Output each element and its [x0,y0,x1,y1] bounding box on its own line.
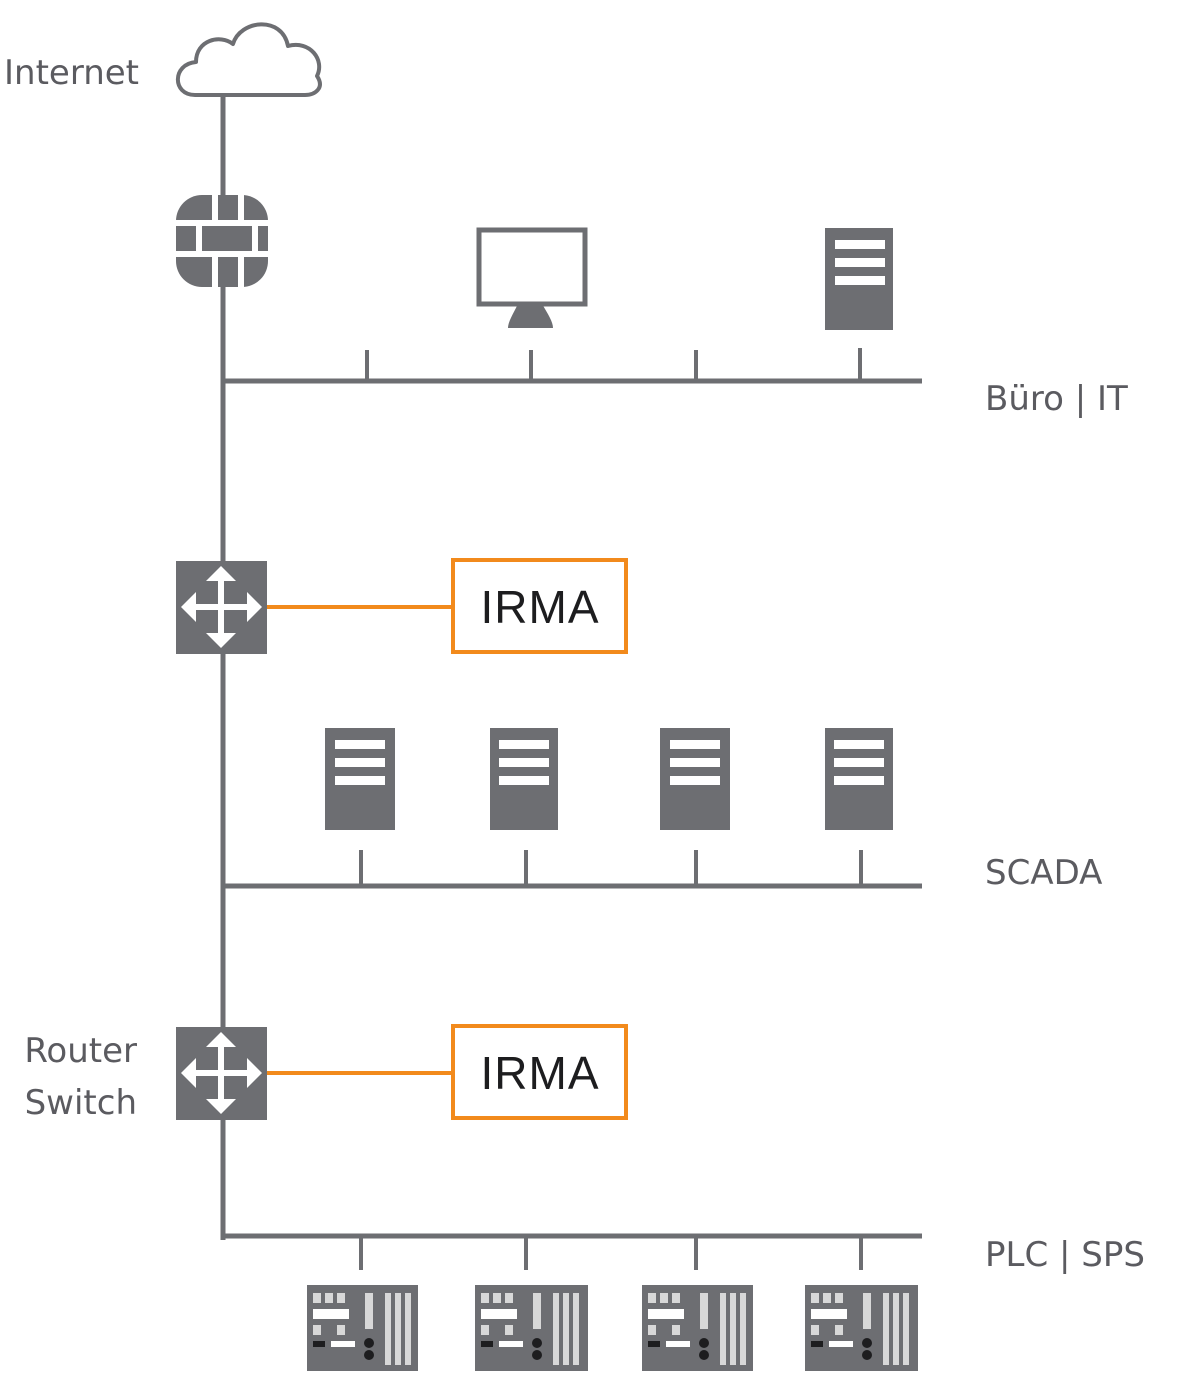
plc-icon [642,1285,753,1371]
server-icon [490,728,558,830]
irma-logo-text-1: IRMA [481,581,600,633]
router-switch-icon [176,1027,267,1120]
buero-it-label: Büro | IT [985,379,1128,419]
plc-icon [307,1285,418,1371]
cloud-icon [176,22,322,97]
scada-label: SCADA [985,853,1102,893]
switch-label: Switch [25,1083,137,1123]
internet-label: Internet [4,53,139,93]
irma-box-1: IRMA [451,558,628,654]
server-icon [325,728,395,830]
monitor-icon [476,227,588,328]
buero-it-drops [365,348,862,381]
plc-icon [475,1285,588,1371]
router-label: Router [24,1031,137,1071]
scada-drops [359,850,863,886]
irma-box-2: IRMA [451,1024,628,1120]
plc-icon [805,1285,918,1371]
firewall-icon [176,195,268,287]
irma-logo-text-2: IRMA [481,1047,600,1099]
plc-drops [359,1236,863,1270]
server-icon [825,228,893,330]
plc-sps-label: PLC | SPS [985,1235,1145,1275]
router-switch-icon [176,561,267,654]
server-icon [825,728,893,830]
server-icon [660,728,730,830]
